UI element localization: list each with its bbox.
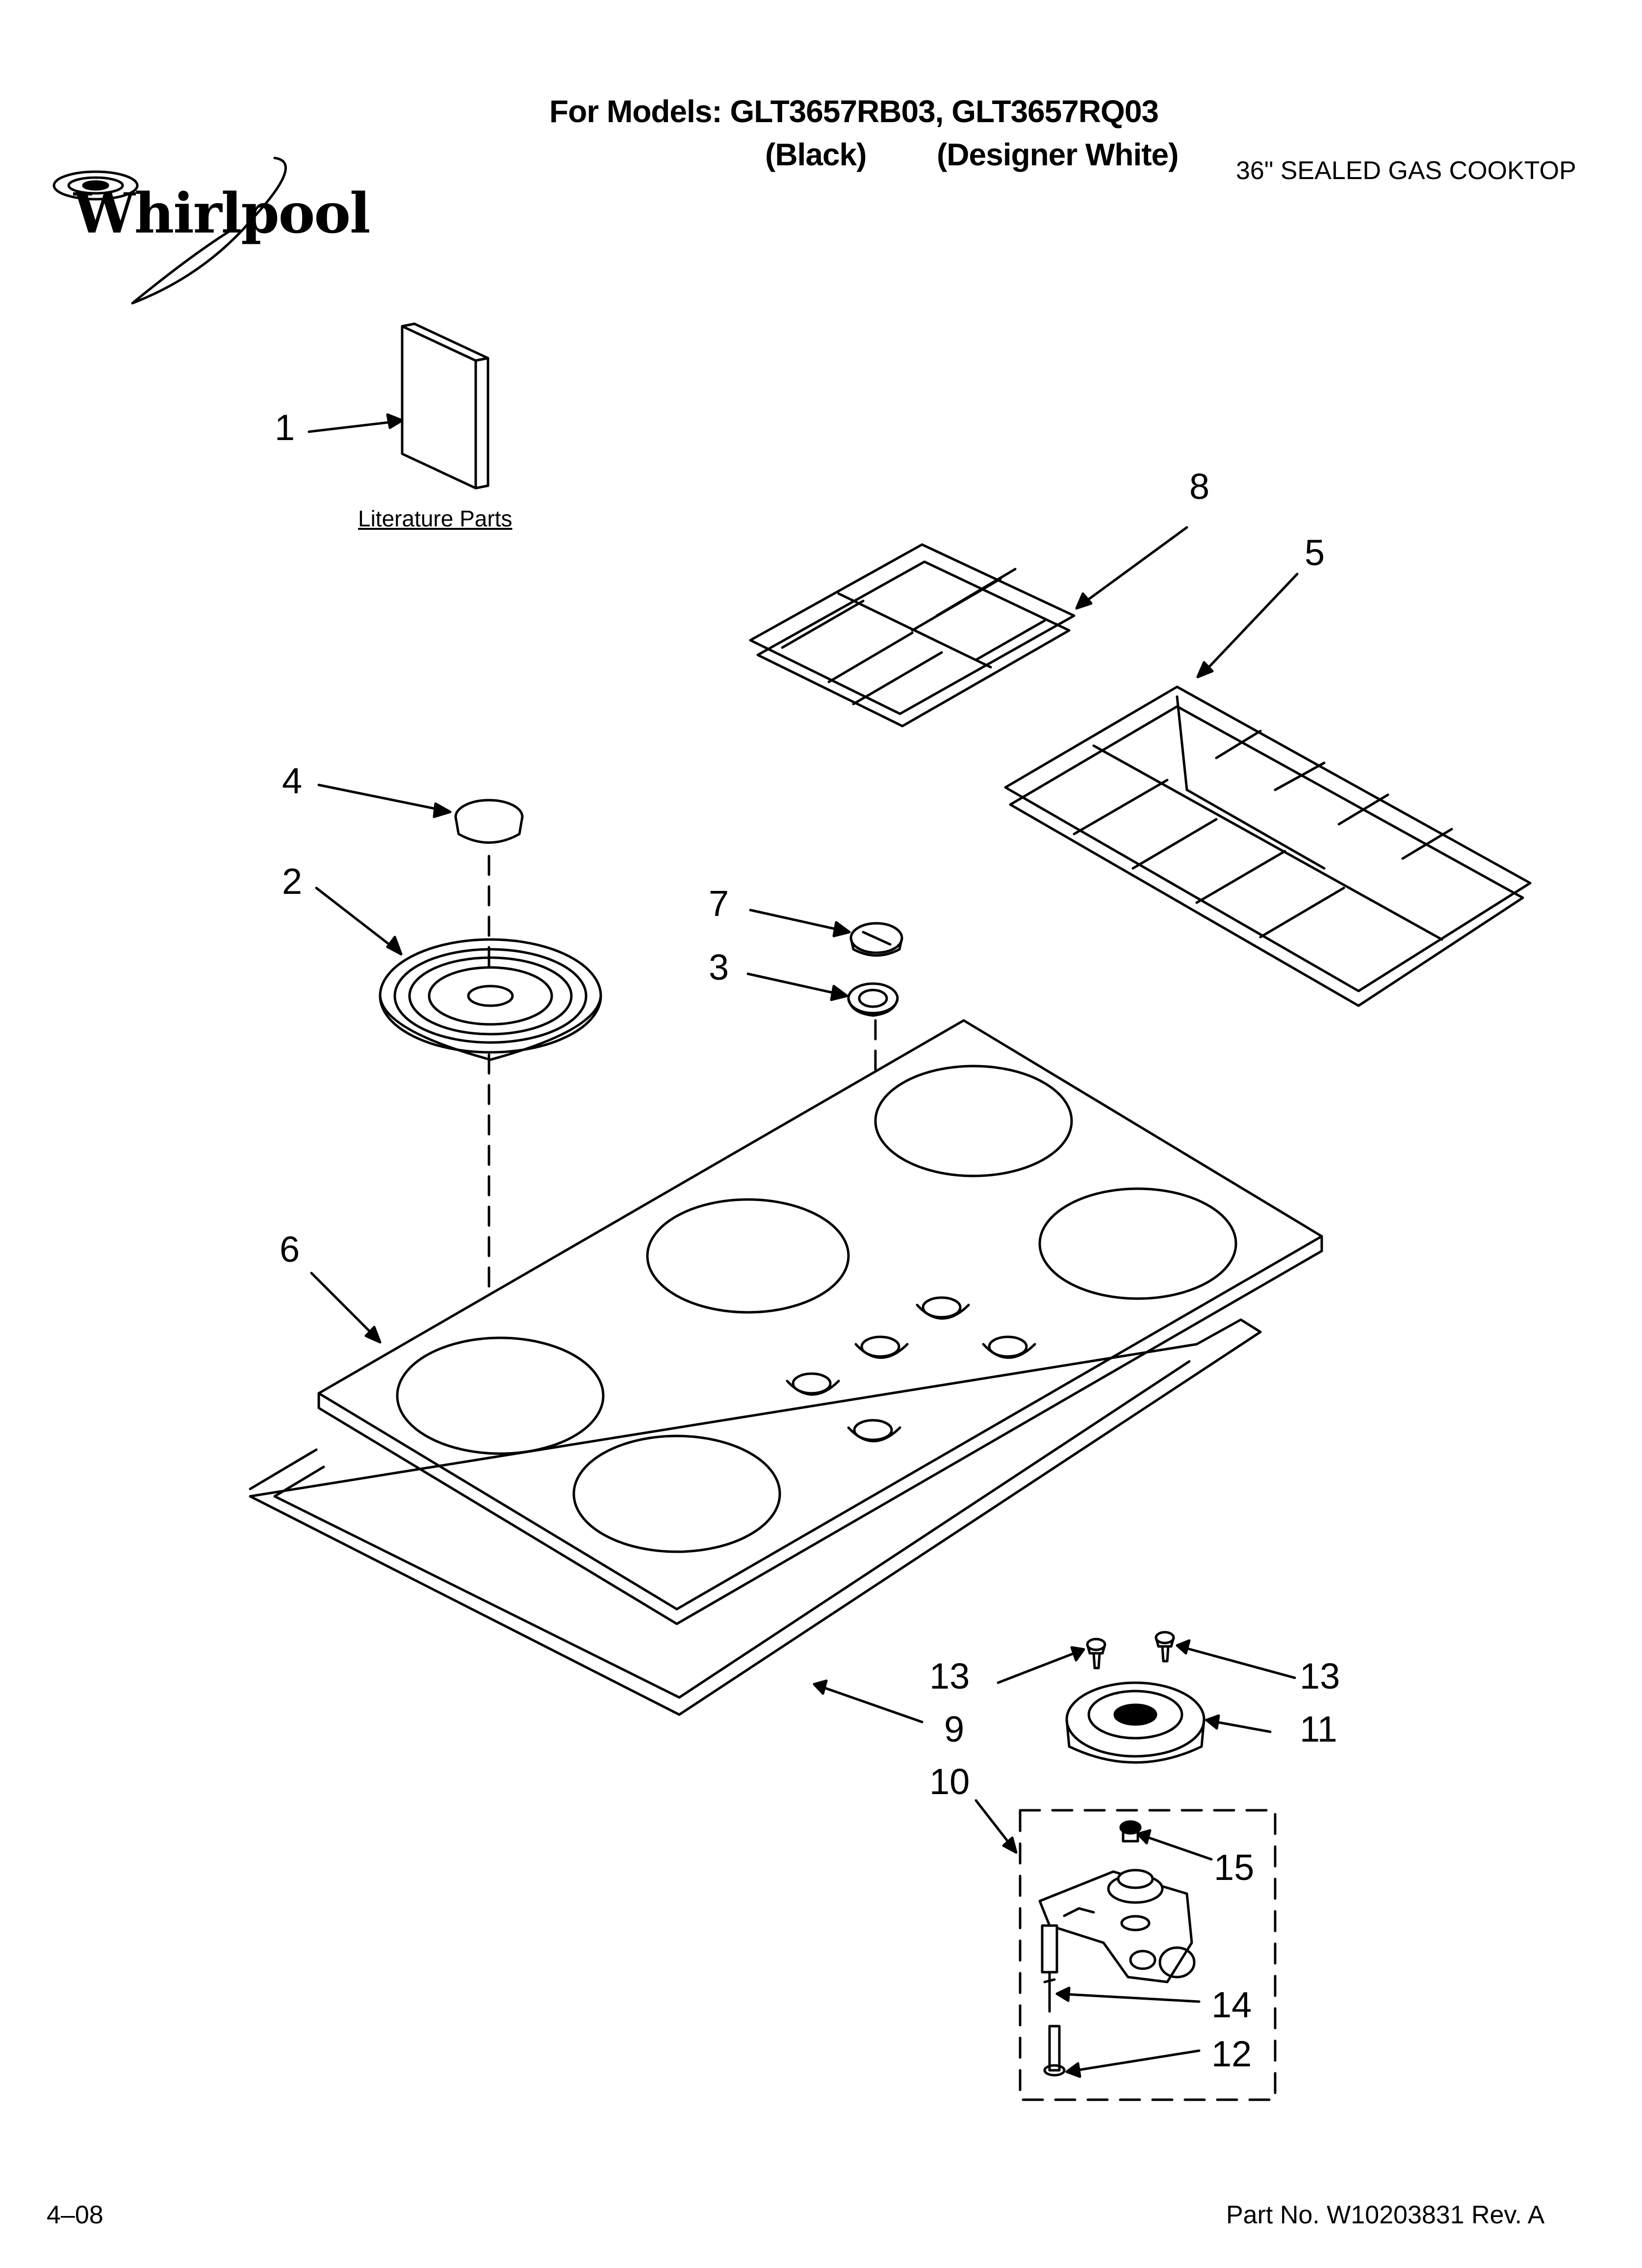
callout-2: 2 [282, 861, 303, 902]
burner-base [1065, 1681, 1206, 1764]
variant-black: (Black) [765, 137, 867, 172]
callout-13-right: 13 [1300, 1656, 1340, 1696]
callout-14: 14 [1211, 1984, 1252, 2025]
callout-6: 6 [280, 1229, 300, 1270]
mounting-screw [1043, 2025, 1066, 2077]
revision-date: 4–08 [47, 2201, 103, 2229]
product-title: 36" SEALED GAS COOKTOP [1236, 156, 1576, 185]
callout-arrows [308, 413, 1299, 2078]
callout-13-left: 13 [929, 1656, 970, 1696]
model-variants: (Black) (Designer White) [765, 136, 1179, 173]
orifice-cap [1119, 1820, 1142, 1843]
callout-11: 11 [1300, 1709, 1337, 1749]
variant-designer-white: (Designer White) [936, 137, 1179, 172]
models-heading: For Models: GLT3657RB03, GLT3657RQ03 [549, 94, 1159, 129]
callout-10: 10 [929, 1761, 970, 1802]
literature-parts-label: Literature Parts [358, 506, 513, 531]
callout-9: 9 [944, 1709, 965, 1749]
callout-4: 4 [282, 760, 303, 801]
electrode [1041, 1924, 1058, 2013]
orifice-holder [1038, 1869, 1196, 1983]
callout-1: 1 [275, 407, 295, 448]
cooktop-glass [317, 1019, 1323, 1625]
part-number: Part No. W10203831 Rev. A [1226, 2201, 1545, 2229]
large-grate [1004, 685, 1532, 1007]
orifice-assembly-box [1019, 1809, 1277, 2101]
callout-8: 8 [1189, 466, 1210, 507]
burner-ring [379, 938, 602, 1061]
callout-3: 3 [709, 947, 729, 988]
logo-swirl-icon [52, 156, 287, 305]
literature-booklet [401, 322, 489, 490]
brand-logo: Whirlpool [74, 182, 371, 246]
callout-7: 7 [709, 883, 729, 924]
small-grate [749, 543, 1076, 728]
screw-right [1155, 1631, 1175, 1663]
knob-bezel [847, 982, 899, 1017]
burner-cap [454, 799, 524, 844]
callout-12: 12 [1211, 2033, 1252, 2074]
callout-15: 15 [1214, 1847, 1255, 1888]
screw-left [1086, 1638, 1106, 1669]
callout-5: 5 [1305, 532, 1325, 573]
cooktop-gasket [249, 1318, 1262, 1716]
control-knob [849, 922, 903, 957]
